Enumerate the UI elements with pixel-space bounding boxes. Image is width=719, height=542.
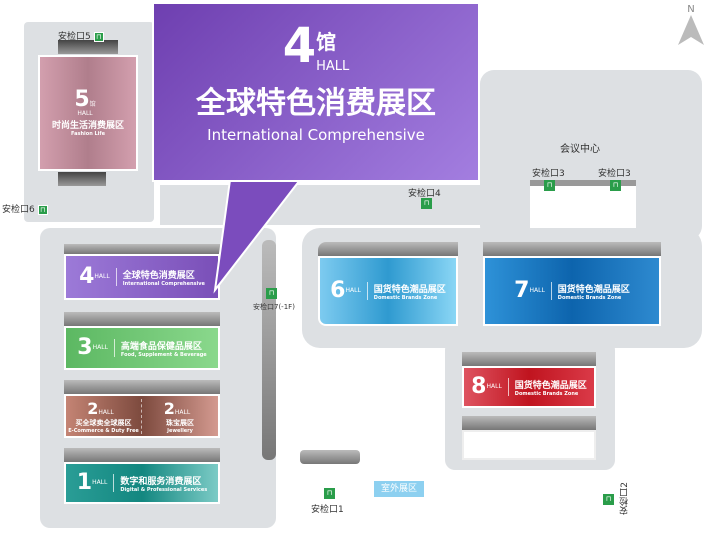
outdoor-exhibition-area[interactable]: 室外展区 (374, 481, 424, 497)
gate-1: 安检口1 (311, 505, 344, 515)
exit-door-icon: ⊓ (266, 288, 277, 299)
hall-roof (64, 448, 220, 462)
corridor-top (160, 185, 490, 225)
gate-6: 安检口6⊓ (2, 202, 48, 215)
hall-roof (64, 312, 220, 326)
hall-roof (64, 380, 220, 394)
hall-roof (462, 352, 596, 366)
callout-pointer (213, 179, 303, 294)
meeting-center-label: 会议中心 (560, 144, 600, 155)
ramp (300, 450, 360, 464)
gate-2: 安检口2 (620, 482, 630, 515)
hall-roof (64, 244, 220, 254)
gate-4: 安检口4 (408, 189, 441, 199)
exit-door-icon: ⊓ (421, 198, 432, 209)
gate-3: 安检口3 (532, 169, 565, 179)
empty-hall (462, 430, 596, 460)
exit-door-icon: ⊓ (324, 488, 335, 499)
exit-door-icon: ⊓ (544, 180, 555, 191)
gate-5: 安检口5⊓ (58, 29, 104, 42)
hall-5[interactable]: 5馆 HALL 时尚生活消费展区 Fashion Life (38, 55, 138, 171)
north-arrow-icon: N (676, 4, 706, 50)
entrance (58, 172, 106, 186)
exit-door-icon: ⊓ (93, 31, 104, 42)
hall-roof (483, 242, 661, 256)
hall-roof (462, 416, 596, 430)
hall-roof (318, 242, 458, 256)
exit-door-icon: ⊓ (603, 494, 614, 505)
exit-door-icon: ⊓ (610, 180, 621, 191)
gate-7: 安检口7(-1F) (253, 303, 295, 311)
entrance (58, 40, 118, 54)
gate-3: 安检口3 (598, 169, 631, 179)
exit-door-icon: ⊓ (37, 204, 48, 215)
